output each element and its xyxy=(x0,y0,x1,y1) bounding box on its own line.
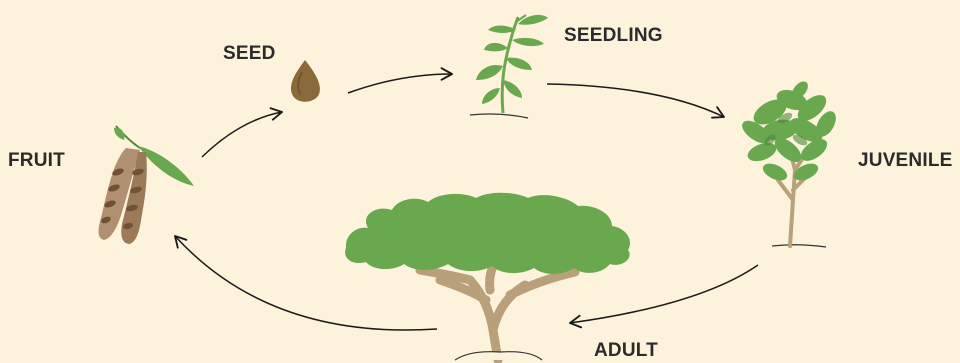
seedling-icon xyxy=(470,15,548,118)
label-seed: SEED xyxy=(223,43,276,65)
arrow-seed-to-seedling xyxy=(348,74,452,93)
label-seedling: SEEDLING xyxy=(564,25,663,47)
label-adult: ADULT xyxy=(594,340,658,362)
arrow-juvenile-to-adult xyxy=(570,265,758,323)
arrow-seedling-to-juvenile xyxy=(547,84,724,117)
seed-icon xyxy=(291,60,320,102)
adult-tree-icon xyxy=(345,193,630,360)
juvenile-tree-icon xyxy=(738,78,840,247)
label-juvenile: JUVENILE xyxy=(858,150,953,172)
label-fruit: FRUIT xyxy=(8,150,65,172)
fruit-pod-icon xyxy=(99,126,195,244)
arrow-fruit-to-seed xyxy=(202,112,282,157)
